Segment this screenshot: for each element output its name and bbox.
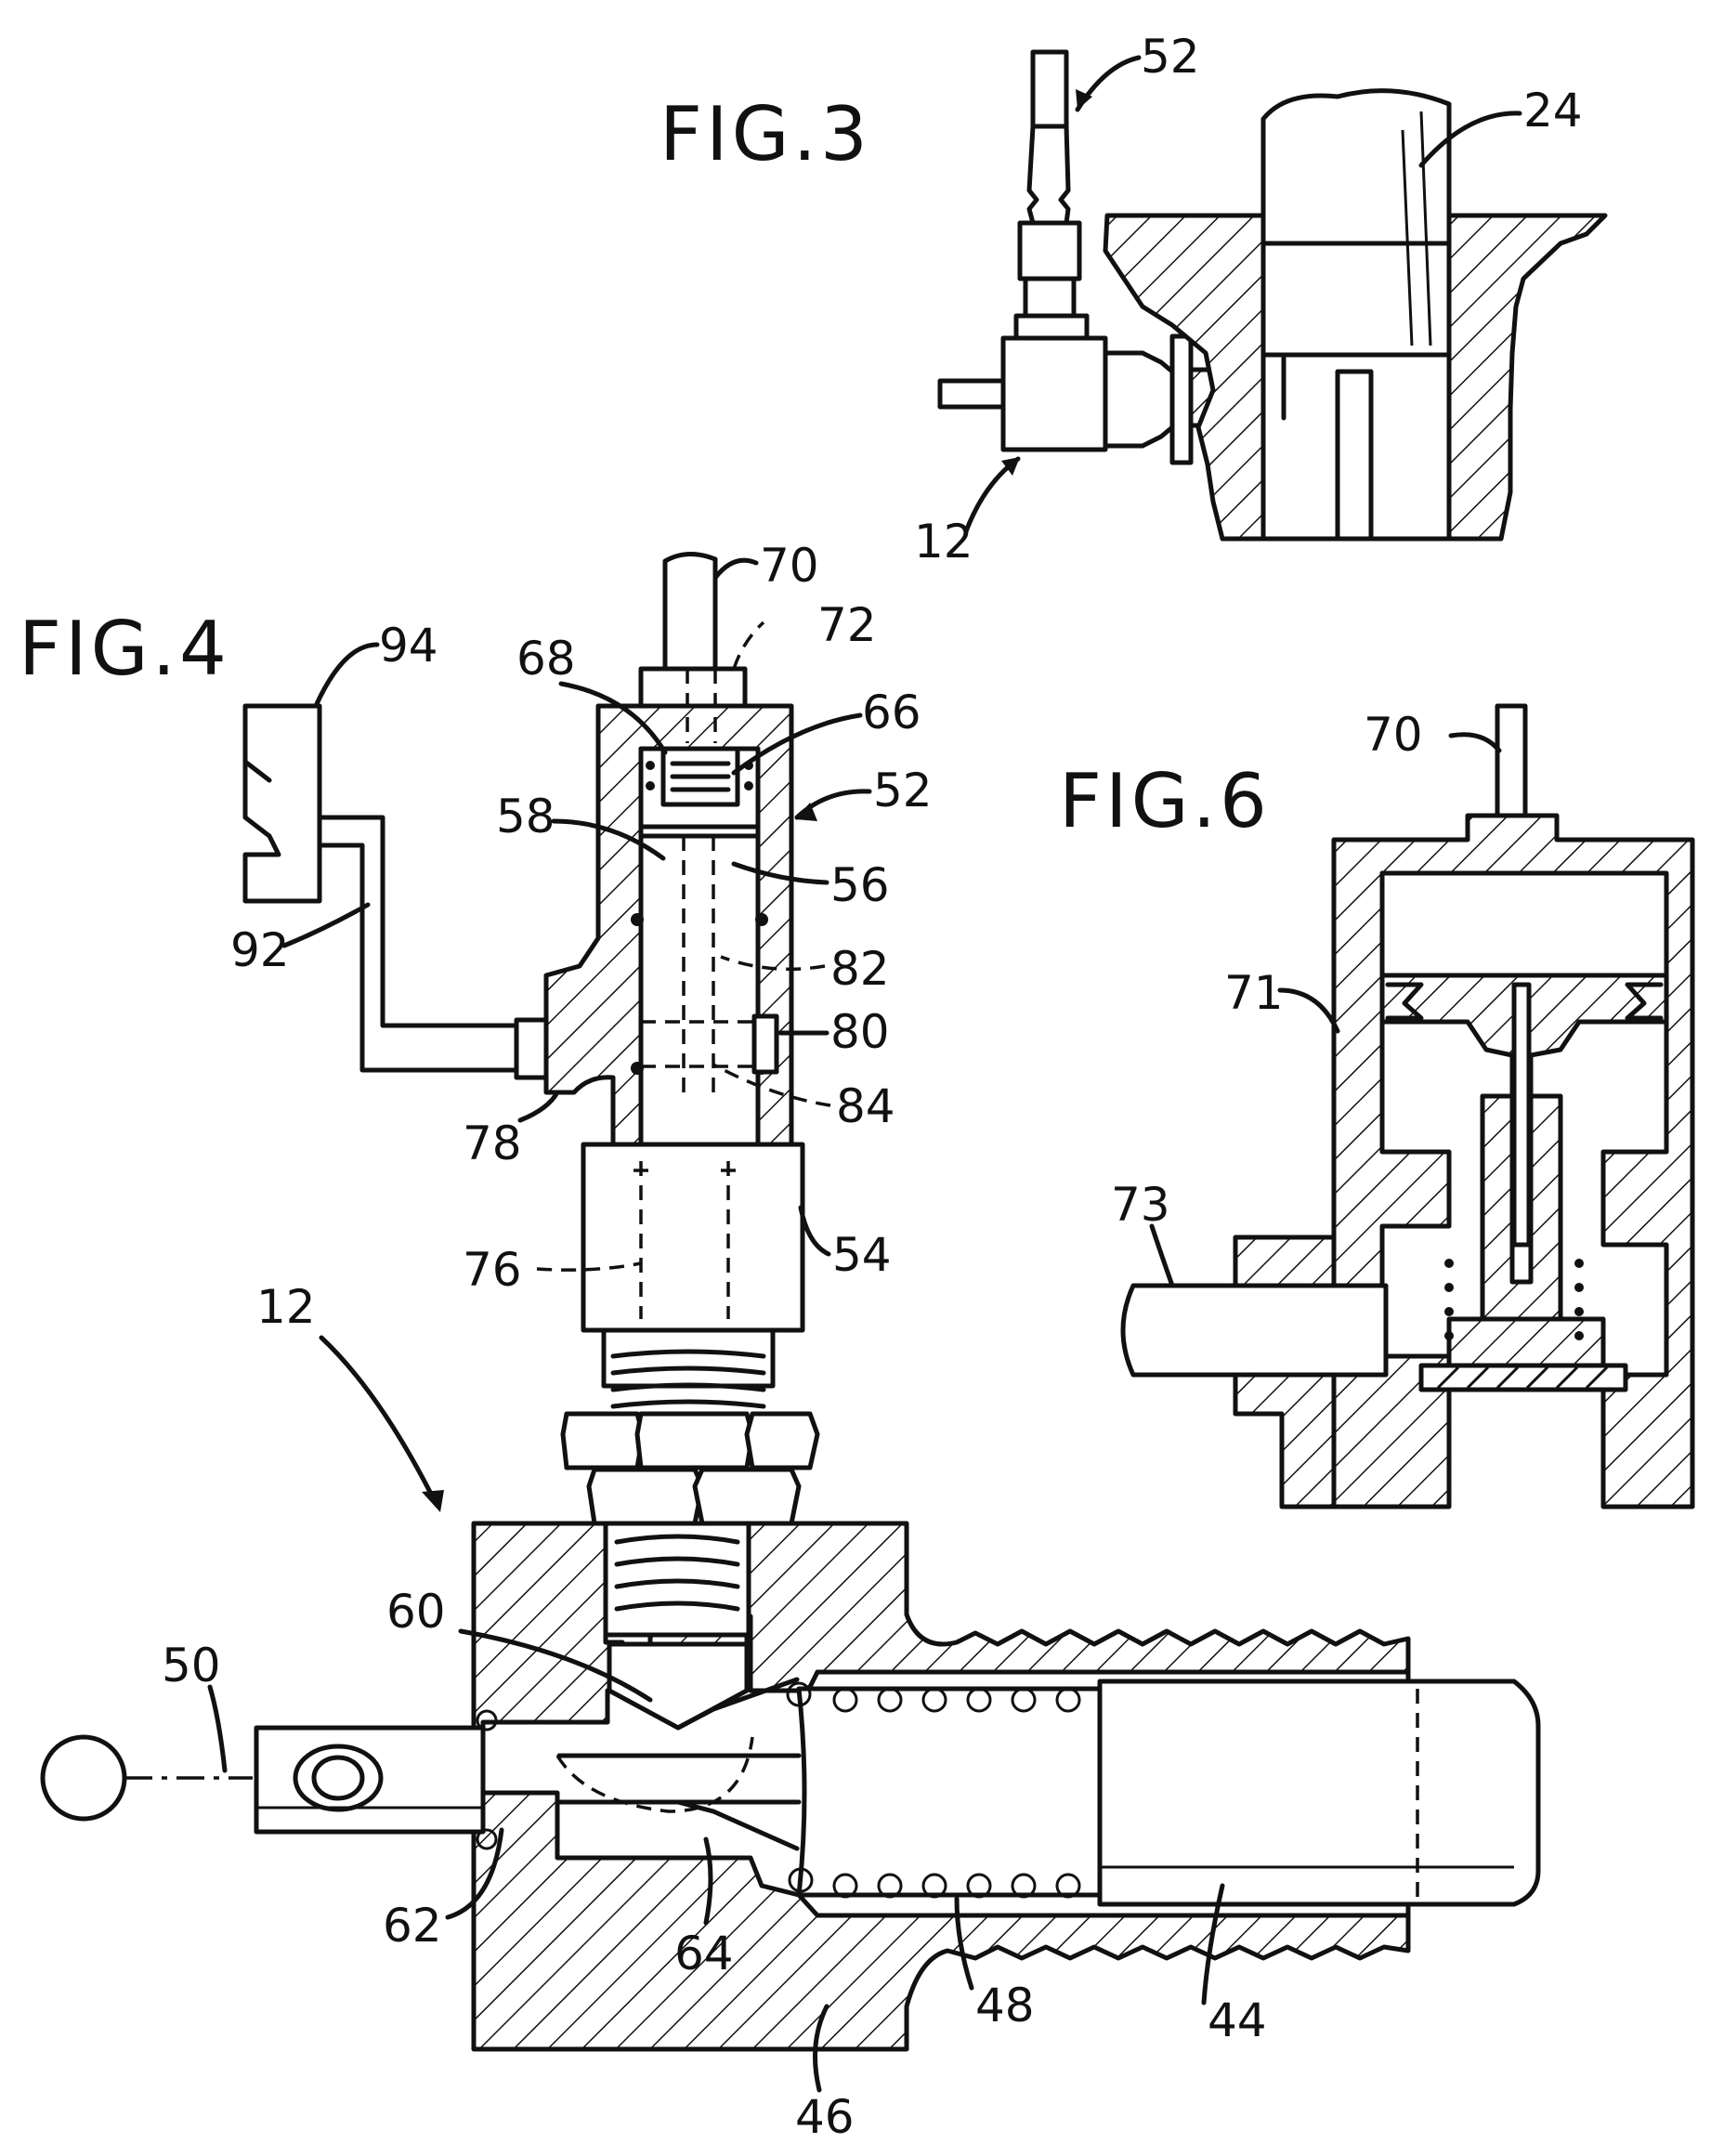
inner-tube	[799, 1689, 1100, 1895]
ref-24: 24	[1523, 84, 1583, 137]
valve-body-12	[1003, 338, 1105, 450]
ref-70-fig6: 70	[1364, 708, 1423, 762]
ref-48: 48	[975, 1979, 1035, 2032]
ref-80: 80	[830, 1005, 890, 1059]
ref-44: 44	[1208, 1993, 1267, 2047]
neck	[604, 1330, 773, 1386]
leader-52	[1078, 58, 1139, 110]
leader-73	[1152, 1226, 1172, 1286]
rod-70	[665, 554, 715, 669]
piston-bore	[1514, 985, 1529, 1245]
ref-66: 66	[862, 686, 921, 739]
leader-70	[715, 560, 756, 578]
rod-cap	[1033, 52, 1066, 126]
piston-56-top	[641, 827, 758, 836]
ref-58: 58	[496, 790, 555, 843]
ref-71: 71	[1224, 966, 1284, 1020]
leader-71	[1280, 990, 1338, 1031]
port-80	[754, 1016, 777, 1072]
pivot-circle	[43, 1737, 124, 1819]
fitting-78	[516, 1020, 546, 1078]
valve-stem	[940, 381, 1003, 407]
ref-78: 78	[463, 1117, 522, 1170]
actuator-bore	[641, 749, 758, 1144]
upper-chamber	[1382, 873, 1666, 975]
ref-70: 70	[760, 539, 819, 593]
leader-12-fig4	[321, 1338, 437, 1505]
ref-64: 64	[674, 1927, 734, 1980]
leader-50	[210, 1687, 225, 1771]
hex-nuts	[563, 1414, 817, 1523]
figure-3: FIG.3 52 24 12	[660, 30, 1605, 568]
plunger-62	[256, 1728, 483, 1832]
leader-94	[316, 645, 377, 706]
arrowhead-12-fig4	[422, 1490, 444, 1512]
ref-50: 50	[162, 1639, 221, 1692]
leader-70-fig6	[1451, 735, 1499, 751]
figure-6: FIG.6	[1059, 706, 1692, 1507]
ref-60: 60	[386, 1585, 446, 1639]
ref-94: 94	[379, 619, 438, 673]
rod-collar	[1020, 223, 1079, 279]
figure-title-fig3: FIG.3	[660, 91, 871, 177]
ref-12: 12	[914, 515, 973, 568]
flange	[1172, 336, 1191, 463]
pipe-73	[1123, 1286, 1386, 1375]
valve-neck	[1105, 353, 1172, 446]
sleeve-44	[1100, 1681, 1538, 1904]
ref-12-fig4: 12	[256, 1280, 316, 1334]
ref-72: 72	[817, 598, 877, 652]
adapter-54	[583, 1144, 803, 1330]
ref-46: 46	[795, 2090, 855, 2144]
rod-52	[1029, 126, 1068, 223]
line-92-a	[320, 817, 516, 1026]
line-92-b	[320, 845, 516, 1070]
leader-78	[520, 1092, 557, 1120]
ref-54: 54	[832, 1228, 892, 1282]
ref-73: 73	[1111, 1178, 1170, 1232]
ref-52: 52	[1141, 30, 1200, 84]
rod-nut	[1025, 279, 1074, 316]
bore-slot	[1338, 372, 1371, 539]
figure-title-fig6: FIG.6	[1059, 758, 1271, 844]
control-box-94	[245, 706, 320, 901]
leader-92	[284, 905, 368, 946]
figure-title-fig4: FIG.4	[19, 606, 230, 692]
ref-92: 92	[230, 923, 290, 977]
cap-nut	[641, 669, 745, 706]
ref-56: 56	[830, 858, 890, 912]
ref-68: 68	[516, 632, 576, 686]
ref-82: 82	[830, 942, 890, 996]
rod-base	[1016, 316, 1087, 338]
ref-52-fig4: 52	[873, 764, 933, 817]
housing-right-wall	[1449, 216, 1605, 539]
ref-62: 62	[383, 1899, 442, 1953]
ref-84: 84	[836, 1079, 895, 1133]
ref-76: 76	[463, 1243, 522, 1297]
